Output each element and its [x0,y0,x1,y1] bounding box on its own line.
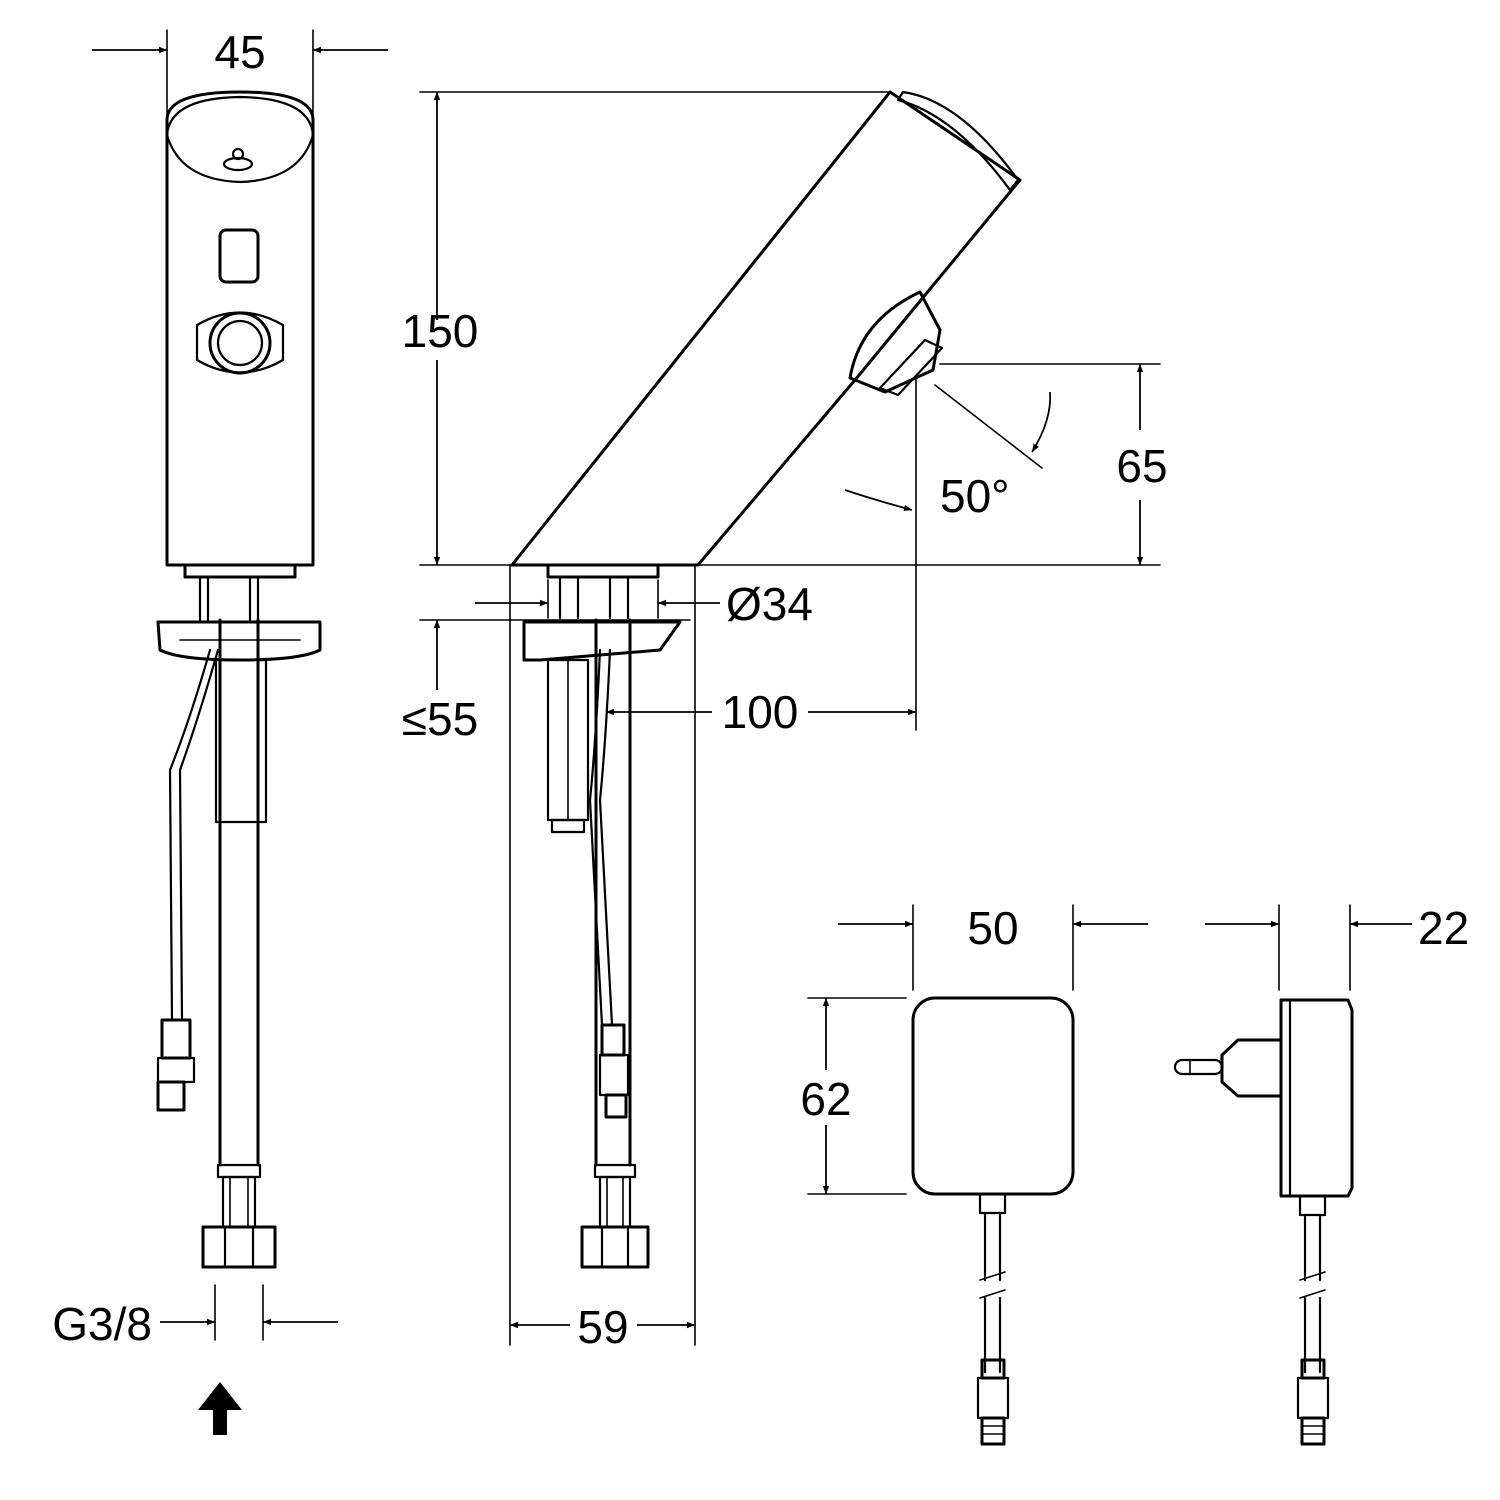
dim-reach: 100 [606,379,917,738]
psu-side-plug [1296,1358,1330,1446]
psu-side-body [1279,998,1354,1198]
psu-front-body [911,996,1075,1196]
side-sensor-bulge [848,290,942,394]
label-angle: 50° [940,470,1010,522]
dim-height-total: 150 [402,92,479,565]
dim-psu-depth: 22 [1205,902,1469,991]
side-view: 150 ≤55 Ø34 100 65 [402,90,1168,1353]
label-diameter: Ø34 [726,578,813,630]
front-base [183,563,297,579]
dim-base-width: 59 [509,564,696,1353]
label-psu-depth: 22 [1418,902,1469,954]
push-button-icon [195,311,285,375]
dim-deck-thickness: ≤55 [402,620,478,745]
label-width-top: 45 [214,26,265,78]
dim-spout-height: 65 [939,363,1168,565]
side-hose-nut [580,1163,650,1269]
side-mounting-plate [522,620,682,662]
label-height-total: 150 [402,305,479,357]
aerator-icon [222,147,254,172]
arrow-up-icon [198,1382,242,1435]
label-connection: G3/8 [52,1298,152,1350]
power-supply-front: 50 62 [800,902,1148,1446]
side-cable-connector [598,1023,630,1119]
dim-width-top: 45 [92,26,388,126]
label-psu-height: 62 [800,1073,851,1125]
front-cable-connector [156,1018,196,1112]
spout-end [896,90,1020,192]
label-base-width: 59 [577,1301,628,1353]
psu-wall-plug [1173,1038,1283,1098]
dim-psu-height: 62 [800,997,907,1195]
front-hose-nut [201,1163,277,1269]
power-supply-side: 22 [1173,902,1469,1446]
front-body [165,90,315,567]
psu-front-plug [976,1358,1010,1446]
dim-diameter: Ø34 [475,578,813,630]
front-cap [165,95,315,184]
label-psu-width: 50 [967,902,1018,954]
label-reach: 100 [722,686,799,738]
dim-connection: G3/8 [52,1284,338,1350]
front-mounting-plate [156,620,322,662]
dim-angle: 50° [844,384,1052,522]
sensor-window-icon [218,228,260,284]
front-stud [214,658,268,824]
side-base [546,563,660,579]
label-deck-thickness: ≤55 [402,693,478,745]
label-spout-height: 65 [1116,440,1167,492]
dim-psu-width: 50 [838,902,1148,991]
front-view: 45 G3/8 [52,26,388,1435]
